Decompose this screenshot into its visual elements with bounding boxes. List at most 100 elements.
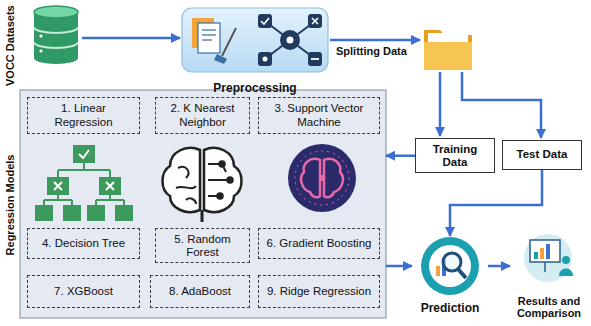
- decision-tree-icon: [100, 178, 120, 194]
- node-label: VOCC Datasets: [4, 6, 16, 86]
- database-icon: [39, 49, 42, 52]
- split-arrows: [439, 72, 442, 136]
- model-box: 9. Ridge Regression: [258, 275, 380, 308]
- node-label: Test Data: [517, 148, 568, 161]
- model-box: 8. AdaBoost: [150, 275, 250, 308]
- node-label: Regression Models: [4, 155, 16, 256]
- prediction-node: Prediction: [412, 236, 488, 316]
- decision-tree-icon: [83, 162, 85, 170]
- folder-icon: [424, 42, 472, 70]
- results-icon: [524, 234, 573, 282]
- split-arrows: [462, 72, 541, 138]
- model-box: 1. Linear Regression: [27, 97, 140, 134]
- random-forest-brain-icon: [218, 194, 223, 199]
- results-icon: [562, 256, 570, 264]
- decision-tree-icon: [64, 206, 80, 220]
- results-icon: [530, 240, 560, 262]
- random-forest-brain-icon: [163, 148, 201, 212]
- models-panel-ground: [20, 90, 386, 318]
- preprocessing-illustration: [312, 18, 318, 24]
- random-forest-brain-icon: [204, 148, 242, 212]
- preprocessing-illustration: [263, 57, 268, 62]
- node-label: 4. Decision Tree: [42, 237, 125, 250]
- results-icon: [534, 252, 538, 259]
- database-icon: [34, 12, 78, 58]
- results-icon: [544, 262, 546, 272]
- dataset-source: VOCC Datasets: [2, 4, 82, 84]
- prediction-icon: [421, 237, 479, 295]
- gradient-boosting-icon: [319, 175, 325, 181]
- decision-tree-icon: [106, 182, 114, 190]
- node-label: Prediction: [421, 302, 480, 316]
- gradient-boosting-icon: [301, 159, 320, 197]
- node-label: Preprocessing: [213, 82, 296, 96]
- flow-arrow: [450, 170, 542, 236]
- folder-icon: [424, 30, 472, 70]
- arrow-label: Splitting Data: [336, 45, 407, 57]
- decision-tree-icon: [74, 146, 94, 162]
- decision-tree-icon: [36, 206, 52, 220]
- preprocessing-illustration: [258, 52, 272, 66]
- preprocessing-illustration: [214, 54, 227, 64]
- flow-arrow: [82, 37, 180, 40]
- decision-tree-icon: [48, 178, 68, 194]
- flow-arrow: [386, 265, 412, 268]
- node-label: 9. Ridge Regression: [267, 285, 371, 298]
- preprocessing-illustration: [222, 28, 236, 56]
- results-icon: [559, 269, 573, 277]
- random-forest-brain-icon: [163, 148, 242, 222]
- preprocessing-illustration: [202, 29, 216, 30]
- decision-tree-icon: [36, 146, 132, 220]
- results-icon: [524, 234, 572, 282]
- model-box: 5. Random Forest: [155, 228, 250, 263]
- prediction-icon: [429, 245, 471, 287]
- database-icon: [34, 6, 78, 18]
- decision-tree-icon: [109, 170, 111, 178]
- database-icon: [34, 27, 78, 33]
- node-label: 7. XGBoost: [54, 285, 113, 298]
- prediction-icon: [458, 269, 466, 278]
- decision-tree-icon: [88, 206, 104, 220]
- preprocessing-illustration: [202, 39, 212, 40]
- model-box: 3. Support Vector Machine: [258, 97, 380, 134]
- decision-tree-icon: [44, 199, 72, 201]
- preprocessing-illustration: [182, 8, 328, 72]
- models-panel-ground: [20, 90, 386, 318]
- results-icon: [546, 244, 550, 259]
- preprocessing-illustration: [182, 8, 328, 72]
- preprocessing-illustration: [198, 23, 220, 53]
- node-label: Results and Comparison: [510, 295, 588, 320]
- gradient-boosting-icon: [324, 159, 343, 197]
- split-arrows: [330, 39, 420, 42]
- results-icon: [540, 248, 544, 259]
- node-label: 2. K Nearest Neighbor: [160, 102, 245, 128]
- preprocessing-illustration: [202, 34, 216, 35]
- gradient-boosting-icon: [288, 144, 356, 212]
- gradient-boosting-icon: [295, 151, 349, 205]
- database-icon: [34, 52, 78, 64]
- preprocessing-illustration: [308, 52, 322, 66]
- node-label: 1. Linear Regression: [32, 102, 135, 128]
- folder-icon: [424, 30, 472, 70]
- preprocessing-illustration: [258, 14, 272, 28]
- model-box: 4. Decision Tree: [27, 228, 140, 259]
- model-box: 7. XGBoost: [27, 275, 140, 308]
- gradient-boosting-icon: [288, 144, 356, 212]
- flow-arrow: [386, 154, 415, 157]
- data-box: Test Data: [502, 140, 582, 170]
- random-forest-brain-icon: [228, 178, 233, 183]
- models-panel: Regression Models1. Linear Regression2. …: [20, 90, 386, 318]
- prediction-icon: [436, 266, 440, 276]
- prediction-icon: [443, 253, 461, 271]
- node-label: 6. Gradient Boosting: [267, 237, 372, 250]
- process-box: Preprocessing: [180, 8, 330, 96]
- decision-tree-icon: [57, 170, 59, 178]
- decision-tree-icon: [54, 182, 62, 190]
- database-icon: [39, 34, 42, 37]
- results-node: Results and Comparison: [510, 234, 588, 320]
- random-forest-brain-icon: [176, 167, 196, 204]
- preprocessing-illustration: [280, 30, 300, 50]
- decision-tree-icon: [96, 199, 124, 201]
- preprocessing-illustration: [308, 14, 322, 28]
